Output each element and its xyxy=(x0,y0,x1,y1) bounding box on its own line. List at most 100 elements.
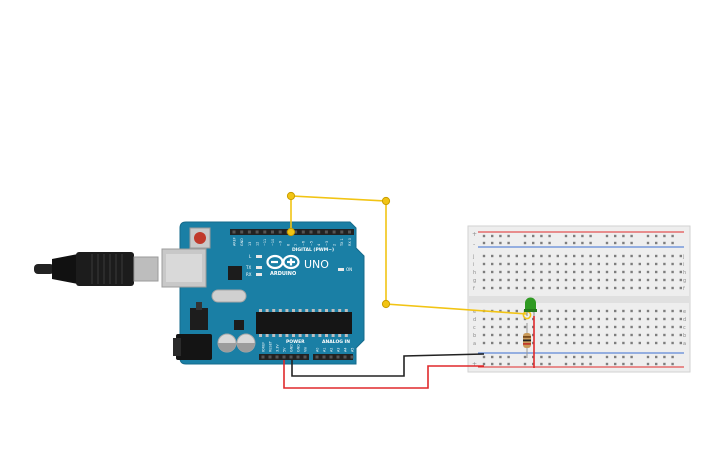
terminal-hole[interactable] xyxy=(663,278,666,282)
terminal-hole[interactable] xyxy=(622,341,625,345)
terminal-hole[interactable] xyxy=(589,333,592,337)
terminal-hole[interactable] xyxy=(581,309,584,313)
rail-hole[interactable] xyxy=(622,355,625,359)
terminal-hole[interactable] xyxy=(630,286,633,290)
terminal-hole[interactable] xyxy=(589,317,592,321)
terminal-hole[interactable] xyxy=(646,333,650,337)
terminal-hole[interactable] xyxy=(540,325,543,329)
terminal-hole[interactable] xyxy=(655,278,658,282)
rail-hole[interactable] xyxy=(540,355,543,359)
terminal-hole[interactable] xyxy=(589,309,592,313)
terminal-hole[interactable] xyxy=(655,254,658,258)
terminal-hole[interactable] xyxy=(564,286,568,290)
terminal-hole[interactable] xyxy=(589,254,592,258)
terminal-hole[interactable] xyxy=(597,262,600,266)
terminal-hole[interactable] xyxy=(663,262,666,266)
terminal-hole[interactable] xyxy=(548,341,551,345)
terminal-hole[interactable] xyxy=(482,262,486,266)
terminal-hole[interactable] xyxy=(540,309,543,313)
terminal-hole[interactable] xyxy=(622,254,625,258)
rail-hole[interactable] xyxy=(671,355,674,359)
terminal-hole[interactable] xyxy=(630,270,633,274)
rail-hole[interactable] xyxy=(540,241,543,245)
terminal-hole[interactable] xyxy=(532,262,535,266)
terminal-hole[interactable] xyxy=(482,341,486,345)
terminal-hole[interactable] xyxy=(655,270,658,274)
terminal-hole[interactable] xyxy=(581,270,584,274)
rail-hole[interactable] xyxy=(482,241,486,245)
rail-hole[interactable] xyxy=(655,234,658,238)
terminal-hole[interactable] xyxy=(573,278,576,282)
terminal-hole[interactable] xyxy=(679,254,682,258)
rail-hole[interactable] xyxy=(548,234,551,238)
terminal-hole[interactable] xyxy=(573,270,576,274)
terminal-hole[interactable] xyxy=(622,333,625,337)
terminal-hole[interactable] xyxy=(679,286,682,290)
terminal-hole[interactable] xyxy=(655,262,658,266)
rail-hole[interactable] xyxy=(630,355,633,359)
rail-hole[interactable] xyxy=(540,362,543,366)
terminal-hole[interactable] xyxy=(564,278,568,282)
terminal-hole[interactable] xyxy=(679,270,682,274)
terminal-hole[interactable] xyxy=(532,254,535,258)
terminal-hole[interactable] xyxy=(499,309,502,313)
terminal-hole[interactable] xyxy=(491,286,494,290)
terminal-hole[interactable] xyxy=(630,333,633,337)
terminal-hole[interactable] xyxy=(605,333,609,337)
terminal-hole[interactable] xyxy=(589,325,592,329)
digital-pin-hole[interactable] xyxy=(309,230,313,234)
terminal-hole[interactable] xyxy=(556,341,559,345)
terminal-hole[interactable] xyxy=(499,317,502,321)
terminal-hole[interactable] xyxy=(614,341,617,345)
terminal-hole[interactable] xyxy=(491,341,494,345)
terminal-hole[interactable] xyxy=(589,286,592,290)
terminal-hole[interactable] xyxy=(491,278,494,282)
terminal-hole[interactable] xyxy=(614,325,617,329)
terminal-hole[interactable] xyxy=(646,325,650,329)
rail-hole[interactable] xyxy=(630,241,633,245)
terminal-hole[interactable] xyxy=(655,341,658,345)
digital-pin-hole[interactable] xyxy=(232,230,236,234)
digital-pin-hole[interactable] xyxy=(348,230,351,234)
rail-hole[interactable] xyxy=(507,355,510,359)
terminal-hole[interactable] xyxy=(556,262,559,266)
terminal-hole[interactable] xyxy=(515,254,518,258)
terminal-hole[interactable] xyxy=(548,270,551,274)
rail-hole[interactable] xyxy=(548,362,551,366)
terminal-hole[interactable] xyxy=(646,341,650,345)
rail-hole[interactable] xyxy=(499,355,502,359)
terminal-hole[interactable] xyxy=(507,286,510,290)
terminal-hole[interactable] xyxy=(548,286,551,290)
terminal-hole[interactable] xyxy=(638,254,641,258)
rail-hole[interactable] xyxy=(581,355,584,359)
green-led[interactable] xyxy=(524,297,537,317)
terminal-hole[interactable] xyxy=(646,317,650,321)
rail-hole[interactable] xyxy=(507,241,510,245)
rail-hole[interactable] xyxy=(646,355,650,359)
terminal-hole[interactable] xyxy=(523,254,527,258)
terminal-hole[interactable] xyxy=(630,309,633,313)
terminal-hole[interactable] xyxy=(663,254,666,258)
terminal-hole[interactable] xyxy=(515,270,518,274)
rail-hole[interactable] xyxy=(548,241,551,245)
terminal-hole[interactable] xyxy=(655,286,658,290)
terminal-hole[interactable] xyxy=(638,270,641,274)
terminal-hole[interactable] xyxy=(605,325,609,329)
terminal-hole[interactable] xyxy=(523,262,527,266)
terminal-hole[interactable] xyxy=(515,278,518,282)
digital-pin-hole[interactable] xyxy=(255,230,259,234)
rail-hole[interactable] xyxy=(573,355,576,359)
terminal-hole[interactable] xyxy=(638,286,641,290)
terminal-hole[interactable] xyxy=(646,254,650,258)
terminal-hole[interactable] xyxy=(564,325,568,329)
analog-pin-hole[interactable] xyxy=(322,355,326,359)
terminal-hole[interactable] xyxy=(581,341,584,345)
terminal-hole[interactable] xyxy=(532,270,535,274)
terminal-hole[interactable] xyxy=(597,341,600,345)
terminal-hole[interactable] xyxy=(491,333,494,337)
rail-hole[interactable] xyxy=(573,362,576,366)
terminal-hole[interactable] xyxy=(507,341,510,345)
terminal-hole[interactable] xyxy=(605,254,609,258)
